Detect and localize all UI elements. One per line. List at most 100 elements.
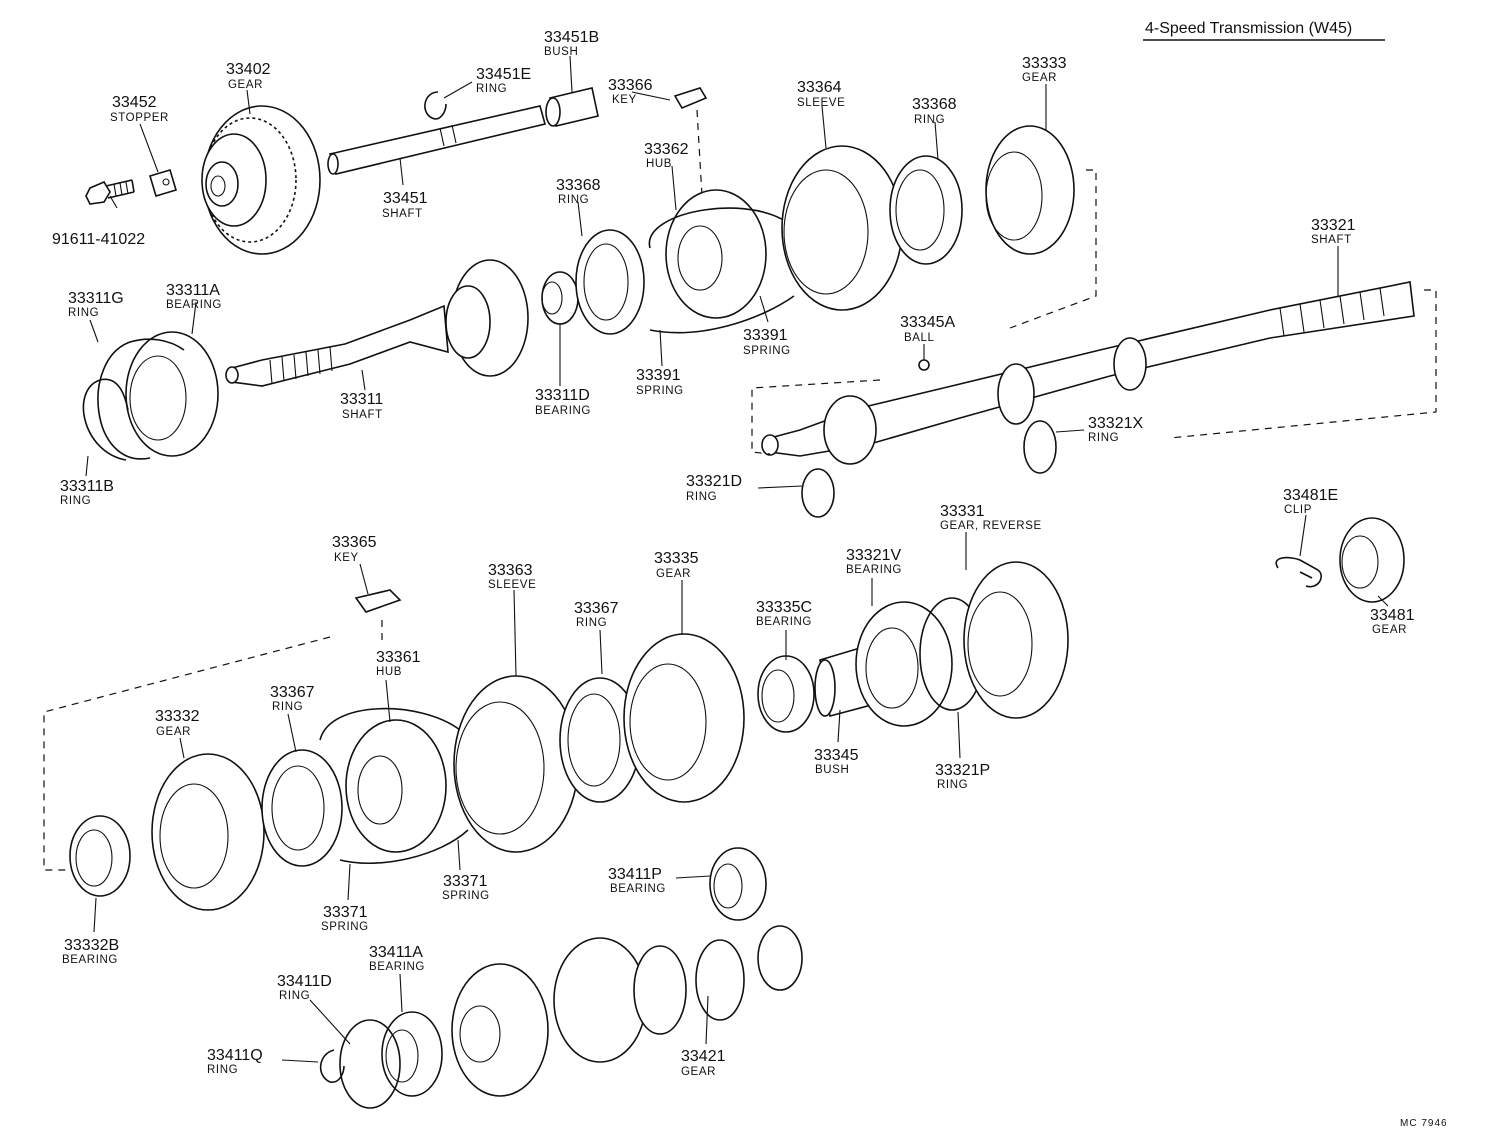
part-name: RING [914, 114, 945, 126]
part-number: 33391 [636, 367, 681, 384]
part-name: GEAR, REVERSE [940, 520, 1042, 532]
callout-33452: 33452 STOPPER [110, 94, 169, 124]
key-33365-drawing [354, 589, 402, 613]
callout-33345A: 33345A BALL [900, 314, 955, 344]
part-name: BUSH [815, 764, 849, 776]
part-number: 33311A [166, 282, 220, 299]
ring-33311b-drawing [82, 378, 129, 461]
callout-33481E: 33481E CLIP [1283, 487, 1338, 516]
gear-33333-drawing [985, 125, 1075, 255]
bearing-33332b-drawing [69, 815, 131, 897]
part-name: CLIP [1284, 504, 1312, 516]
part-name: RING [558, 194, 589, 206]
ball-33345a-drawing [918, 359, 930, 371]
callout-33365: 33365 KEY [332, 534, 377, 564]
part-name: BEARING [756, 616, 812, 628]
bearing-33311a-drawing [125, 331, 219, 457]
callout-33402: 33402 GEAR [226, 61, 271, 91]
part-number: 33451E [476, 66, 531, 83]
part-number: 33362 [644, 141, 689, 158]
part-name: BUSH [544, 46, 578, 58]
part-name: SPRING [636, 385, 684, 397]
part-name: BEARING [62, 954, 118, 966]
callout-33368-left: 33368 RING [556, 177, 601, 206]
callout-33335: 33335 GEAR [654, 550, 699, 580]
ring-33451e-drawing [424, 91, 447, 120]
part-number: 33321D [686, 473, 742, 490]
part-number: 33452 [112, 94, 157, 111]
part-name: BALL [904, 332, 935, 344]
part-name: BEARING [846, 564, 902, 576]
callout-33362: 33362 HUB [644, 141, 689, 170]
shaft-33311-drawing [225, 259, 529, 387]
ring-33411d-drawing [339, 1019, 401, 1109]
callout-33411D: 33411D RING [277, 973, 332, 1002]
part-number: 33361 [376, 649, 421, 666]
callout-33311G: 33311G RING [68, 290, 124, 319]
callout-33411A: 33411A BEARING [369, 944, 424, 973]
callout-33366: 33366 KEY [608, 77, 653, 106]
callout-33421: 33421 GEAR [681, 1048, 726, 1078]
callout-33363: 33363 SLEEVE [488, 562, 536, 591]
stopper-drawing [149, 169, 177, 197]
bearing-33411a-drawing [381, 1011, 443, 1097]
hub-33361-drawing [319, 707, 469, 864]
part-number: 33451 [383, 190, 428, 207]
part-number: 33345A [900, 314, 955, 331]
hub-33362-drawing [648, 189, 797, 334]
bush-33451b-drawing [545, 87, 599, 127]
part-name: RING [576, 617, 607, 629]
callout-33451: 33451 SHAFT [382, 190, 428, 220]
part-number: 33411A [369, 944, 423, 961]
part-name: STOPPER [110, 112, 169, 124]
title-block: 4-Speed Transmission (W45) [1143, 20, 1385, 41]
part-number: 33311G [68, 290, 124, 307]
callout-33332: 33332 GEAR [155, 708, 200, 738]
callout-33368-right: 33368 RING [912, 96, 957, 126]
part-number: 33333 [1022, 55, 1067, 72]
gear-33481-drawing [1339, 517, 1405, 603]
bearing-33321v-drawing [855, 601, 953, 727]
callout-33332B: 33332B BEARING [62, 937, 119, 966]
part-number: 33321V [846, 547, 901, 564]
callout-33345: 33345 BUSH [814, 747, 859, 776]
callout-33331: 33331 GEAR, REVERSE [940, 503, 1042, 532]
leader-lines [85, 55, 1389, 1063]
part-number: 33332 [155, 708, 200, 725]
part-number: 33364 [797, 79, 842, 96]
part-number: 33368 [912, 96, 957, 113]
part-name: RING [60, 495, 91, 507]
part-number: 33363 [488, 562, 533, 579]
part-number: 33411D [277, 973, 332, 990]
callout-33311B: 33311B RING [60, 478, 114, 507]
part-name: SLEEVE [797, 97, 845, 109]
gear-33331-drawing [963, 561, 1069, 719]
callout-33481: 33481 GEAR [1370, 607, 1415, 636]
callout-33451B: 33451B BUSH [544, 29, 599, 58]
part-number: 33421 [681, 1048, 726, 1065]
part-name: GEAR [228, 79, 263, 91]
part-number: 33367 [574, 600, 619, 617]
bearing-33311d-drawing [541, 271, 579, 325]
callout-labels: 91611-41022 33452 STOPPER 33402 GEAR 334… [52, 29, 1415, 1078]
part-number: 33345 [814, 747, 859, 764]
part-name: RING [272, 701, 303, 713]
ring-33311g-drawing [97, 338, 185, 460]
bearing-33335c-drawing [757, 655, 815, 733]
part-number: 33321 [1311, 217, 1356, 234]
part-number: 33367 [270, 684, 315, 701]
ring-33321d-drawing [801, 468, 835, 518]
part-name: SPRING [442, 890, 490, 902]
callout-33333: 33333 GEAR [1022, 55, 1067, 84]
callout-33391-lower: 33391 SPRING [636, 367, 684, 397]
part-name: GEAR [156, 726, 191, 738]
part-name: GEAR [681, 1066, 716, 1078]
callout-33321V: 33321V BEARING [846, 547, 902, 576]
callout-33367-right: 33367 RING [574, 600, 619, 629]
callout-33411Q: 33411Q RING [207, 1047, 263, 1076]
ring-33368-left-drawing [575, 229, 645, 335]
gear-33335-drawing [623, 633, 745, 803]
sleeve-33363-drawing [453, 675, 579, 853]
ring-33321x-drawing [1023, 420, 1057, 474]
